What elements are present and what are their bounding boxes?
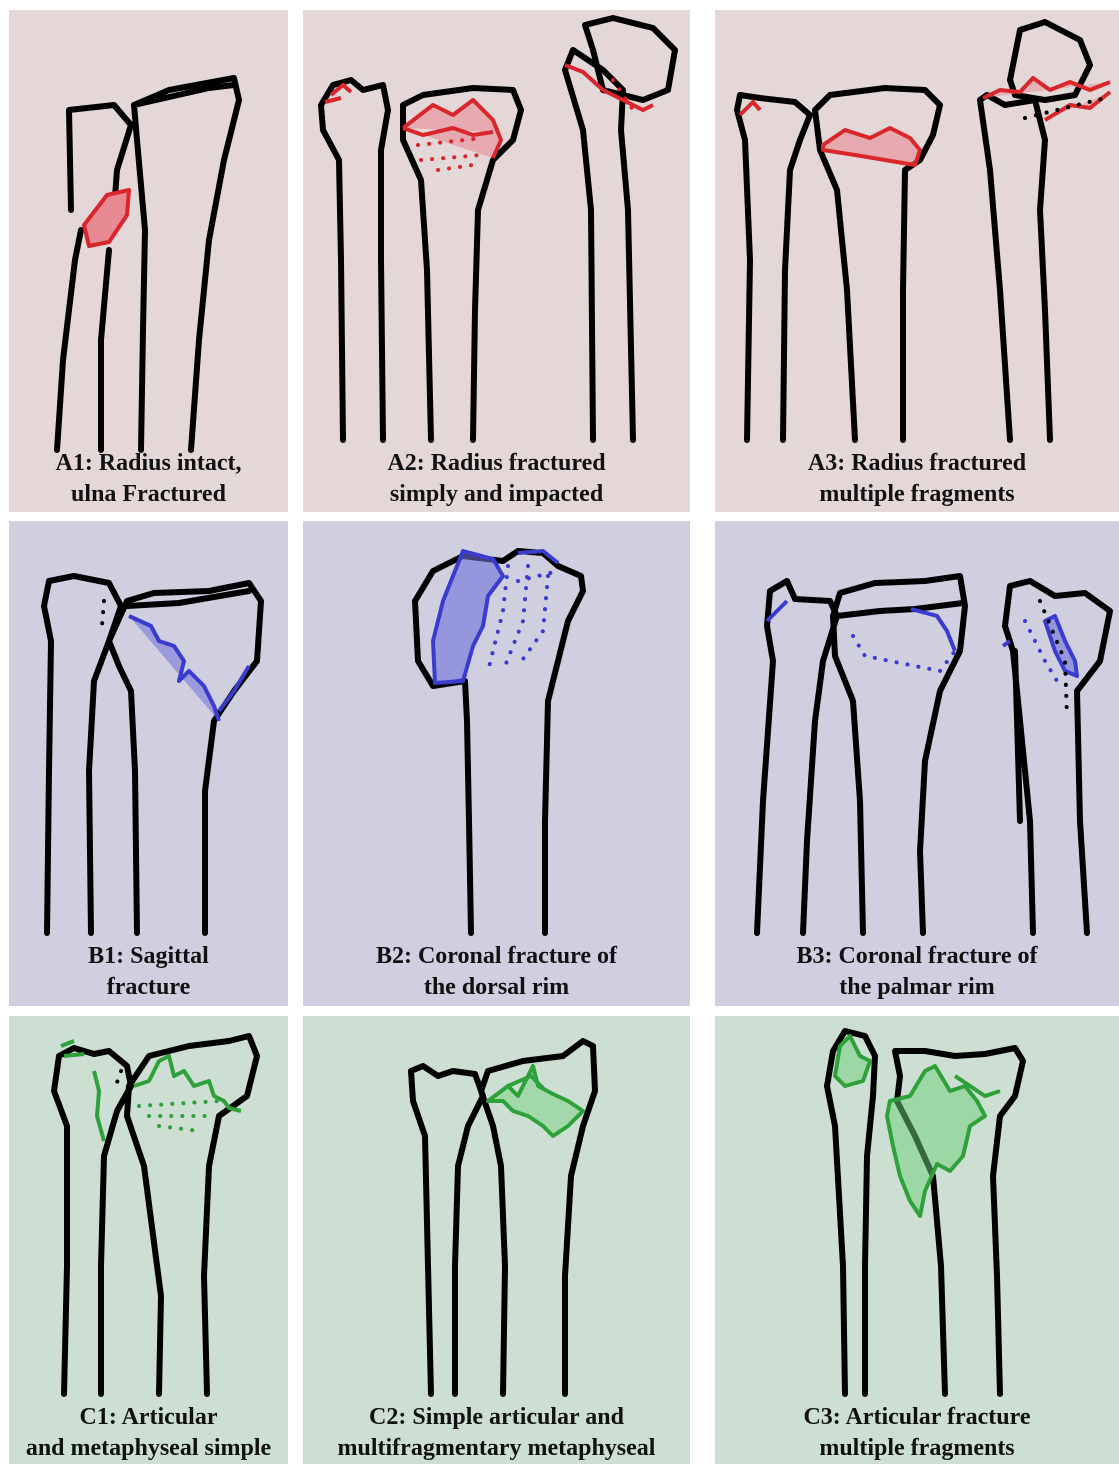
a2-bone-illustration	[303, 10, 690, 512]
caption-c2: C2: Simple articular and multifragmentar…	[303, 1402, 690, 1464]
c1-bone-illustration	[9, 1016, 288, 1464]
caption-a2-line1: A2: Radius fractured	[303, 448, 690, 479]
panel-c1: C1: Articular and metaphyseal simple	[9, 1016, 288, 1464]
panel-b3: B3: Coronal fracture of the palmar rim	[715, 521, 1119, 1006]
panel-a2: A2: Radius fractured simply and impacted	[303, 10, 690, 512]
caption-a3-line1: A3: Radius fractured	[715, 448, 1119, 479]
caption-b3-line1: B3: Coronal fracture of	[715, 941, 1119, 972]
caption-c1: C1: Articular and metaphyseal simple	[9, 1402, 288, 1464]
panel-c2: C2: Simple articular and multifragmentar…	[303, 1016, 690, 1464]
caption-b1-line1: B1: Sagittal	[9, 941, 288, 972]
panel-b2: B2: Coronal fracture of the dorsal rim	[303, 521, 690, 1006]
caption-a3: A3: Radius fractured multiple fragments	[715, 448, 1119, 510]
caption-a3-line2: multiple fragments	[715, 479, 1119, 510]
b2-bone-illustration	[303, 521, 690, 1006]
panel-c3: C3: Articular fracture multiple fragment…	[715, 1016, 1119, 1464]
panel-b1: B1: Sagittal fracture	[9, 521, 288, 1006]
caption-c3-line1: C3: Articular fracture	[715, 1402, 1119, 1433]
caption-a1-line2: ulna Fractured	[9, 479, 288, 510]
caption-c1-line1: C1: Articular	[9, 1402, 288, 1433]
panel-a1: A1: Radius intact, ulna Fractured	[9, 10, 288, 512]
caption-c3: C3: Articular fracture multiple fragment…	[715, 1402, 1119, 1464]
c2-bone-illustration	[303, 1016, 690, 1464]
caption-b2-line2: the dorsal rim	[303, 972, 690, 1003]
caption-a2: A2: Radius fractured simply and impacted	[303, 448, 690, 510]
caption-a1-line1: A1: Radius intact,	[9, 448, 288, 479]
caption-b3: B3: Coronal fracture of the palmar rim	[715, 941, 1119, 1003]
caption-c2-line2: multifragmentary metaphyseal	[303, 1433, 690, 1464]
caption-c2-line1: C2: Simple articular and	[303, 1402, 690, 1433]
b1-bone-illustration	[9, 521, 288, 1006]
c3-bone-illustration	[715, 1016, 1119, 1464]
a3-bone-illustration	[715, 10, 1119, 512]
caption-c1-line2: and metaphyseal simple	[9, 1433, 288, 1464]
panel-a3: A3: Radius fractured multiple fragments	[715, 10, 1119, 512]
caption-c3-line2: multiple fragments	[715, 1433, 1119, 1464]
caption-a2-line2: simply and impacted	[303, 479, 690, 510]
b3-bone-illustration	[715, 521, 1119, 1006]
caption-b2: B2: Coronal fracture of the dorsal rim	[303, 941, 690, 1003]
caption-b1: B1: Sagittal fracture	[9, 941, 288, 1003]
caption-b2-line1: B2: Coronal fracture of	[303, 941, 690, 972]
caption-b3-line2: the palmar rim	[715, 972, 1119, 1003]
caption-b1-line2: fracture	[9, 972, 288, 1003]
a1-bone-illustration	[9, 10, 288, 512]
caption-a1: A1: Radius intact, ulna Fractured	[9, 448, 288, 510]
